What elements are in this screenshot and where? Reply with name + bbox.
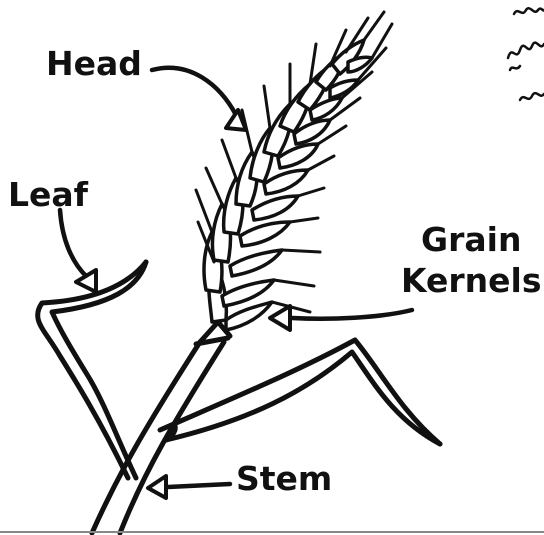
arrow-to-grain-kernels (270, 306, 412, 330)
wheat-head (204, 40, 372, 330)
stem-label: Stem (236, 462, 332, 495)
signature-scribble (508, 8, 544, 100)
arrow-to-head (152, 68, 246, 130)
arrow-to-leaf (60, 210, 96, 292)
leaf-label: Leaf (8, 178, 88, 211)
head-label: Head (46, 47, 142, 80)
arrow-to-stem (148, 476, 230, 498)
right-leaf (160, 340, 440, 444)
grain-label: Grain (421, 223, 521, 256)
kernels-label: Kernels (401, 264, 541, 297)
left-leaf (38, 262, 146, 478)
